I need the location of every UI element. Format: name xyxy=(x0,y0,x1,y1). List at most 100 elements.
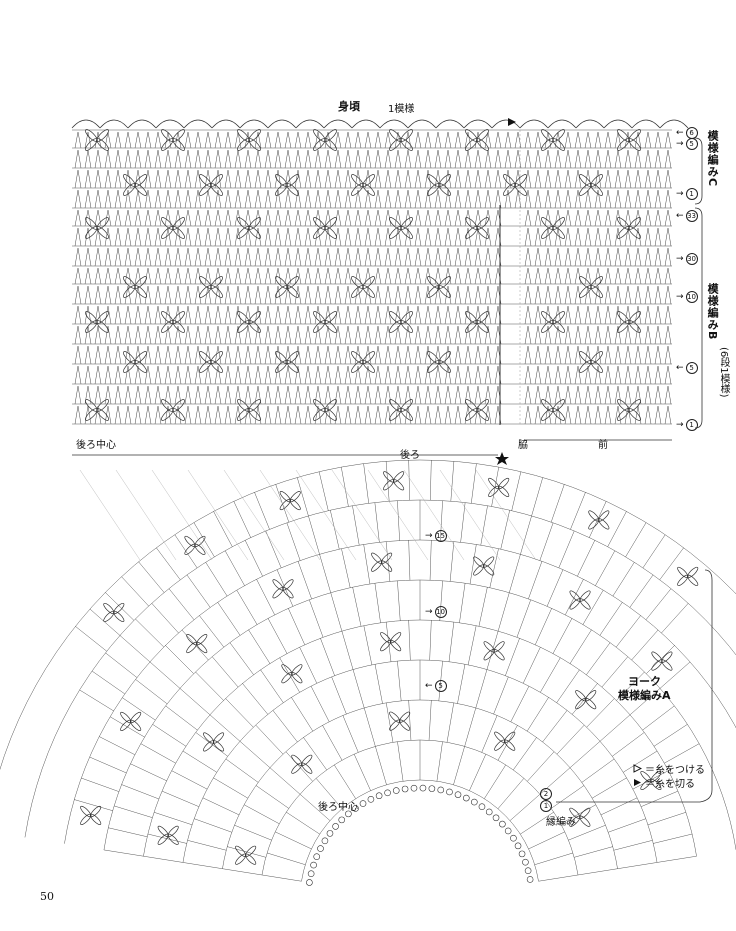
tall-stitch xyxy=(424,325,429,345)
edging-picot xyxy=(478,803,486,811)
yoke-stitch xyxy=(135,679,168,705)
tall-stitch xyxy=(267,385,272,405)
yoke-stitch xyxy=(552,618,573,654)
tall-stitch xyxy=(87,267,92,285)
tall-stitch xyxy=(147,209,152,227)
tall-stitch xyxy=(327,405,332,425)
tall-stitch xyxy=(434,227,439,247)
tall-stitch xyxy=(357,131,362,149)
tall-stitch xyxy=(324,267,329,285)
yoke-stitch xyxy=(165,705,198,731)
tall-stitch xyxy=(84,247,89,267)
tall-stitch xyxy=(374,247,379,267)
tall-stitch xyxy=(624,169,629,189)
flower-petal xyxy=(493,641,505,653)
tall-stitch xyxy=(387,149,392,169)
yoke-stitch xyxy=(509,554,521,593)
yoke-stitch xyxy=(450,461,455,502)
tall-stitch xyxy=(354,305,359,325)
yoke-stitch xyxy=(542,710,568,743)
yoke-stitch xyxy=(446,702,454,743)
tall-stitch xyxy=(104,169,109,189)
tall-stitch xyxy=(624,325,629,345)
tall-stitch xyxy=(134,405,139,425)
yoke-stitch xyxy=(659,661,691,689)
tall-stitch xyxy=(247,189,252,209)
yoke-stitch xyxy=(310,686,330,722)
tall-stitch xyxy=(614,189,619,209)
tall-stitch xyxy=(247,385,252,405)
tall-stitch xyxy=(597,405,602,425)
tall-stitch xyxy=(194,385,199,405)
yoke-stitch xyxy=(309,599,324,638)
tall-stitch xyxy=(187,345,192,365)
tall-stitch xyxy=(287,385,292,405)
tall-stitch xyxy=(127,131,132,149)
tall-stitch xyxy=(337,267,342,285)
tall-stitch xyxy=(427,325,432,345)
tall-stitch xyxy=(137,405,142,425)
tall-stitch xyxy=(414,325,419,345)
tall-stitch xyxy=(287,169,292,189)
tall-stitch xyxy=(527,227,532,247)
tall-stitch xyxy=(307,131,312,149)
tall-stitch xyxy=(384,267,389,285)
row-number: 2 xyxy=(540,788,552,800)
tall-stitch xyxy=(557,267,562,285)
tall-stitch xyxy=(244,365,249,385)
tall-stitch xyxy=(317,189,322,209)
tall-stitch xyxy=(144,149,149,169)
tall-stitch xyxy=(157,209,162,227)
edging-picot xyxy=(345,810,352,818)
tall-stitch xyxy=(484,365,489,385)
tall-stitch xyxy=(97,325,102,345)
tall-stitch xyxy=(324,325,329,345)
tall-stitch xyxy=(644,267,649,285)
pattern-c-label: 模様編みC xyxy=(706,130,720,188)
tall-stitch xyxy=(657,305,662,325)
tall-stitch xyxy=(524,149,529,169)
tall-stitch xyxy=(477,267,482,285)
tall-stitch xyxy=(77,247,82,267)
tall-stitch xyxy=(344,325,349,345)
yoke-stitch xyxy=(558,530,575,568)
tall-stitch xyxy=(437,169,442,189)
tall-stitch xyxy=(647,385,652,405)
tall-stitch xyxy=(114,209,119,227)
yoke-stitch xyxy=(510,686,530,722)
yoke-stitch xyxy=(629,574,654,608)
tall-stitch xyxy=(644,385,649,405)
tall-stitch xyxy=(594,247,599,267)
tall-stitch xyxy=(87,247,92,267)
tall-stitch xyxy=(254,305,259,325)
flower-petal xyxy=(167,825,179,837)
tall-stitch xyxy=(484,285,489,305)
row-number: →30 xyxy=(676,253,698,265)
tall-stitch xyxy=(164,325,169,345)
tall-stitch xyxy=(657,189,662,209)
tall-stitch xyxy=(204,285,209,305)
tall-stitch xyxy=(117,305,122,325)
tall-stitch xyxy=(404,385,409,405)
yoke-stitch xyxy=(641,790,679,807)
tall-stitch xyxy=(457,209,462,227)
tall-stitch xyxy=(627,305,632,325)
flower-petal xyxy=(324,217,337,230)
tall-stitch xyxy=(104,325,109,345)
tall-stitch xyxy=(354,365,359,385)
tall-stitch xyxy=(594,149,599,169)
tall-stitch xyxy=(164,131,169,149)
tall-stitch xyxy=(607,325,612,345)
tall-stitch xyxy=(524,345,529,365)
tall-stitch xyxy=(397,385,402,405)
tall-stitch xyxy=(534,267,539,285)
yoke-stitch xyxy=(653,833,693,844)
tall-stitch xyxy=(247,365,252,385)
tall-stitch xyxy=(147,305,152,325)
tall-stitch xyxy=(387,325,392,345)
tall-stitch xyxy=(307,365,312,385)
tall-stitch xyxy=(487,325,492,345)
tall-stitch xyxy=(477,285,482,305)
tall-stitch xyxy=(437,305,442,325)
edging-picot xyxy=(338,816,346,824)
